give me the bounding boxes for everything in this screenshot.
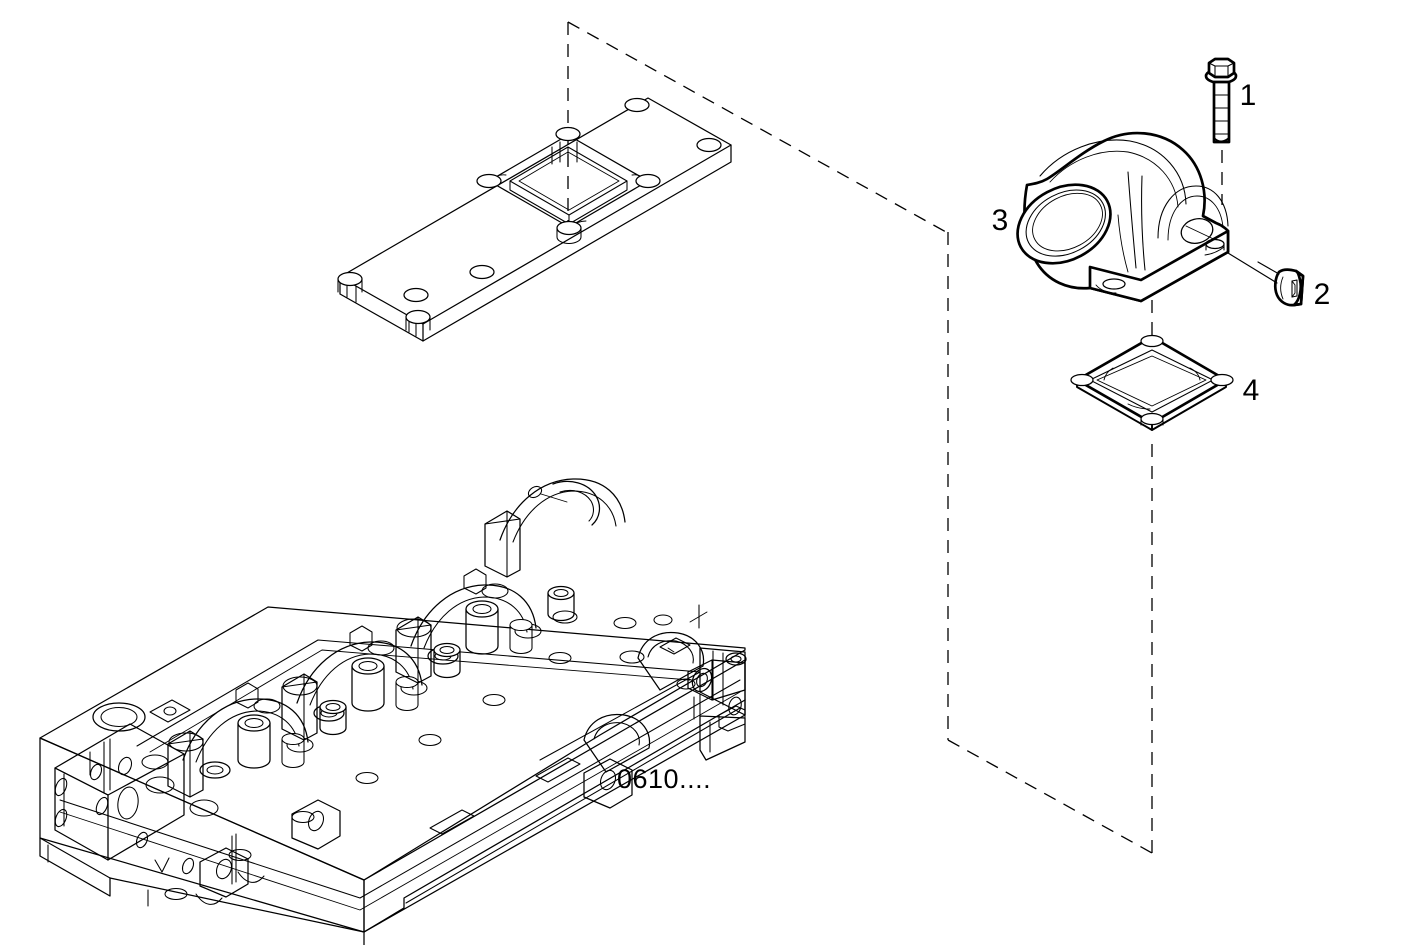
valve-group-a: [167, 698, 314, 798]
callout-label-4: 4: [1243, 374, 1260, 407]
flanged-hex-bolt: [1204, 57, 1238, 144]
valve-group-d: [484, 478, 626, 578]
callout-label-3: 3: [992, 204, 1009, 237]
callout-label-2: 2: [1314, 278, 1331, 311]
head-front-rail: [59, 679, 741, 911]
reference-code-text: 0610....: [617, 764, 711, 794]
leader-plug-2: [1257, 261, 1280, 275]
valve-group-c: [395, 584, 542, 684]
leader-plug: [1227, 252, 1278, 284]
head-right-end: [583, 631, 747, 773]
square-socket-plug: [1273, 268, 1305, 307]
pushrod-bosses: [319, 585, 575, 736]
callout-label-1: 1: [1240, 79, 1257, 112]
flange-gasket: [1070, 334, 1234, 431]
cylinder-head-cover-plate: [337, 97, 732, 342]
intake-elbow-housing: [1016, 131, 1230, 303]
cylinder-head-casting: [39, 478, 747, 945]
